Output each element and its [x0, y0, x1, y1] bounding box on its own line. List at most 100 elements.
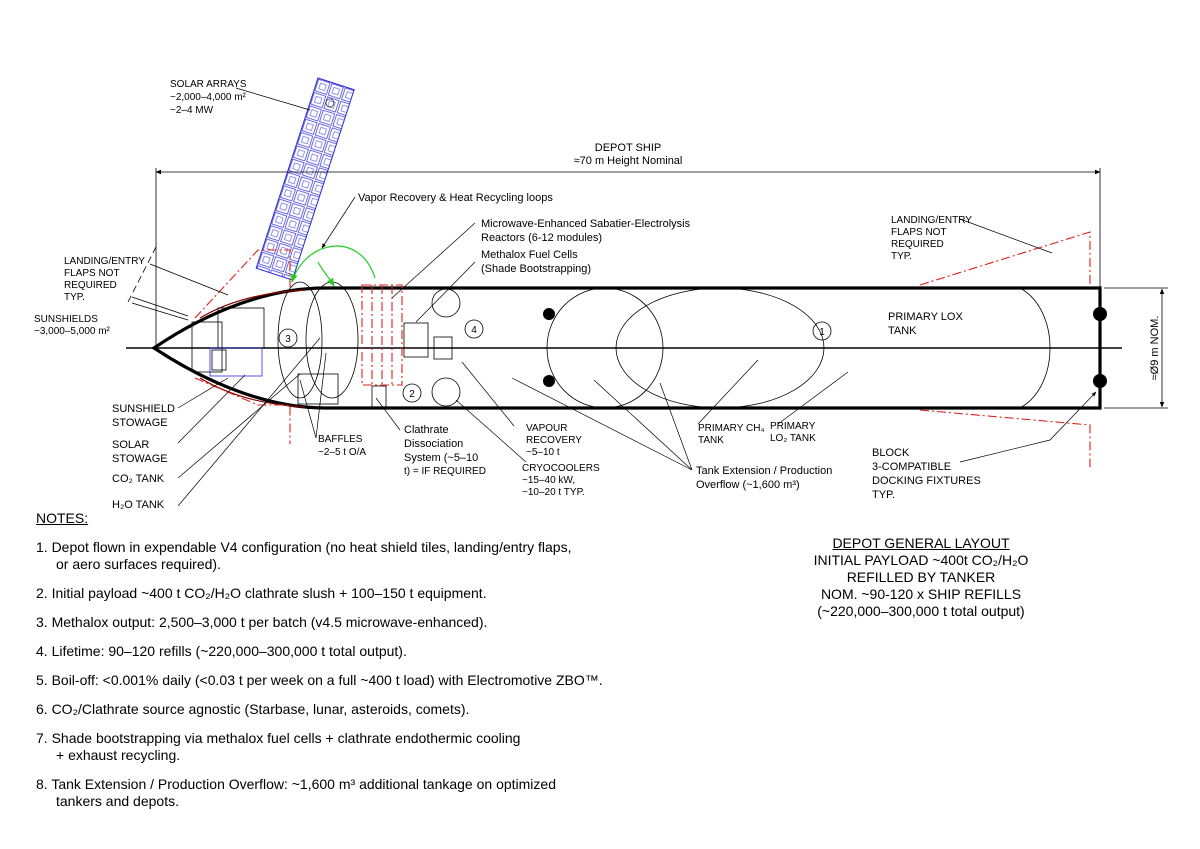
svg-text:Tank Extension / Production: Tank Extension / Production — [696, 465, 832, 477]
co2-tank-label: CO₂ TANK — [112, 473, 165, 485]
svg-text:~5–10 t: ~5–10 t — [526, 447, 560, 458]
svg-text:SOLAR: SOLAR — [112, 439, 149, 451]
depot-ship-label: DEPOT SHIP ≈70 m Height Nominal — [574, 142, 683, 167]
svg-text:SOLAR ARRAYS: SOLAR ARRAYS — [170, 79, 247, 90]
svg-text:DOCKING FIXTURES: DOCKING FIXTURES — [872, 475, 981, 487]
layout-title-line-3: REFILLED BY TANKER — [846, 569, 996, 585]
diameter-dimension — [1104, 287, 1168, 409]
balloon-1 — [812, 321, 832, 341]
svg-text:~2–5 t O/A: ~2–5 t O/A — [318, 447, 366, 458]
sabatier-label: Microwave-Enhanced Sabatier-Electrolysis… — [481, 218, 691, 244]
note-4: 4. Lifetime: 90–120 refills (~220,000–30… — [36, 643, 407, 659]
diameter-label: ≈Ø9 m NOM. — [1149, 316, 1161, 381]
svg-text:TANK: TANK — [698, 435, 724, 446]
svg-text:CRYOCOOLERS: CRYOCOOLERS — [522, 463, 600, 474]
solar-stowage-label: SOLAR STOWAGE — [112, 439, 168, 465]
svg-text:3-COMPATIBLE: 3-COMPATIBLE — [872, 461, 951, 473]
svg-text:STOWAGE: STOWAGE — [112, 417, 168, 429]
svg-text:BLOCK: BLOCK — [872, 447, 910, 459]
svg-text:VAPOUR: VAPOUR — [526, 423, 568, 434]
svg-text:LANDING/ENTRY: LANDING/ENTRY — [64, 256, 145, 267]
flaps-right-label: LANDING/ENTRY FLAPS NOT REQUIRED TYP. — [891, 215, 972, 262]
svg-text:PRIMARY CH₄: PRIMARY CH₄ — [698, 423, 765, 434]
layout-title-block: DEPOT GENERAL LAYOUT INITIAL PAYLOAD ~40… — [792, 535, 1050, 620]
nose-heat-line — [199, 289, 306, 408]
svg-text:System (~5–10: System (~5–10 — [404, 452, 478, 464]
svg-text:PRIMARY: PRIMARY — [770, 421, 816, 432]
flaps-not-required — [194, 231, 1091, 468]
svg-text:TANK: TANK — [888, 325, 917, 337]
svg-text:FLAPS NOT: FLAPS NOT — [891, 227, 947, 238]
svg-text:SUNSHIELD: SUNSHIELD — [112, 403, 175, 415]
sunshield-stowage-label: SUNSHIELD STOWAGE — [112, 403, 175, 429]
svg-text:PRIMARY LOX: PRIMARY LOX — [888, 311, 963, 323]
baffles-label: BAFFLES ~2–5 t O/A — [318, 434, 366, 458]
balloon-2 — [402, 383, 422, 403]
sunshield-deployed — [127, 242, 189, 321]
primary-lox-label: PRIMARY LOX TANK — [888, 311, 963, 337]
cryocoolers-label: CRYOCOOLERS ~15–40 kW, ~10–20 t TYP. — [522, 463, 600, 498]
leader-lines — [149, 87, 1097, 507]
svg-text:Dissociation: Dissociation — [404, 438, 463, 450]
svg-text:~2–4 MW: ~2–4 MW — [170, 105, 214, 116]
svg-text:(Shade Bootstrapping): (Shade Bootstrapping) — [481, 263, 591, 275]
note-8: 8. Tank Extension / Production Overflow:… — [36, 776, 556, 809]
primary-lo2-label: PRIMARY LO₂ TANK — [770, 421, 816, 444]
h2o-tank-label: H₂O TANK — [112, 499, 165, 511]
svg-text:TYP.: TYP. — [872, 489, 895, 501]
flaps-left-label: LANDING/ENTRY FLAPS NOT REQUIRED TYP. — [64, 256, 145, 303]
tank-domes — [277, 281, 1051, 409]
layout-title-heading: DEPOT GENERAL LAYOUT — [832, 535, 1010, 551]
balloon-1-label: 1 — [819, 327, 825, 338]
layout-title-line-5: (~220,000–300,000 t total output) — [817, 603, 1025, 619]
fuel-cells-label: Methalox Fuel Cells (Shade Bootstrapping… — [481, 249, 591, 275]
svg-text:~15–40 kW,: ~15–40 kW, — [522, 475, 575, 486]
vapour-recovery-label: VAPOUR RECOVERY ~5–10 t — [526, 423, 582, 458]
balloon-3 — [278, 328, 298, 348]
clathrate-label: Clathrate Dissociation System (~5–10 t) … — [404, 424, 486, 477]
overall-length-dimension — [155, 168, 1101, 345]
svg-text:FLAPS NOT: FLAPS NOT — [64, 268, 120, 279]
balloon-2-label: 2 — [409, 389, 415, 400]
balloon-4-label: 4 — [471, 325, 477, 336]
primary-ch4-label: PRIMARY CH₄ TANK — [698, 423, 765, 446]
svg-text:STOWAGE: STOWAGE — [112, 453, 168, 465]
notes-block: NOTES: 1. Depot flown in expendable V4 c… — [36, 510, 676, 822]
note-7: 7. Shade bootstrapping via methalox fuel… — [36, 730, 521, 763]
vapor-loops-label: Vapor Recovery & Heat Recycling loops — [358, 192, 553, 204]
svg-text:~10–20 t TYP.: ~10–20 t TYP. — [522, 487, 585, 498]
notes-header: NOTES: — [36, 510, 89, 526]
sunshields-label: SUNSHIELDS ~3,000–5,000 m² — [34, 314, 111, 337]
svg-text:~2,000–4,000 m²: ~2,000–4,000 m² — [170, 92, 247, 103]
svg-text:TYP.: TYP. — [891, 251, 912, 262]
svg-text:≈70 m Height Nominal: ≈70 m Height Nominal — [574, 155, 683, 167]
svg-text:t) = IF REQUIRED: t) = IF REQUIRED — [404, 466, 486, 477]
solar-arrays-label: SOLAR ARRAYS ~2,000–4,000 m² ~2–4 MW — [170, 79, 247, 116]
svg-text:LANDING/ENTRY: LANDING/ENTRY — [891, 215, 972, 226]
layout-title-line-2: INITIAL PAYLOAD ~400t CO₂/H₂O — [813, 552, 1029, 568]
layout-title-line-4: NOM. ~90-120 x SHIP REFILLS — [820, 586, 1022, 602]
svg-text:LO₂ TANK: LO₂ TANK — [770, 433, 816, 444]
note-2: 2. Initial payload ~400 t CO₂/H₂O clathr… — [36, 585, 487, 601]
svg-text:BAFFLES: BAFFLES — [318, 434, 363, 445]
svg-text:Overflow (~1,600 m³): Overflow (~1,600 m³) — [696, 479, 800, 491]
svg-text:TYP.: TYP. — [64, 292, 85, 303]
vapor-recovery-loop — [291, 245, 376, 287]
balloon-3-label: 3 — [285, 334, 291, 345]
svg-text:DEPOT SHIP: DEPOT SHIP — [595, 142, 661, 154]
svg-text:Microwave-Enhanced Sabatier-El: Microwave-Enhanced Sabatier-Electrolysis — [481, 218, 691, 230]
note-5: 5. Boil-off: <0.001% daily (<0.03 t per … — [36, 672, 603, 688]
note-3: 3. Methalox output: 2,500–3,000 t per ba… — [36, 614, 488, 630]
svg-text:Clathrate: Clathrate — [404, 424, 449, 436]
svg-text:SUNSHIELDS: SUNSHIELDS — [34, 314, 98, 325]
note-6: 6. CO₂/Clathrate source agnostic (Starba… — [36, 701, 470, 717]
svg-text:REQUIRED: REQUIRED — [891, 239, 944, 250]
svg-text:Reactors (6-12 modules): Reactors (6-12 modules) — [481, 232, 602, 244]
docking-label: BLOCK 3-COMPATIBLE DOCKING FIXTURES TYP. — [872, 447, 981, 501]
note-1: 1. Depot flown in expendable V4 configur… — [36, 539, 572, 572]
svg-text:REQUIRED: REQUIRED — [64, 280, 117, 291]
svg-text:RECOVERY: RECOVERY — [526, 435, 582, 446]
internal-equipment — [191, 284, 1107, 409]
svg-text:Methalox Fuel Cells: Methalox Fuel Cells — [481, 249, 578, 261]
